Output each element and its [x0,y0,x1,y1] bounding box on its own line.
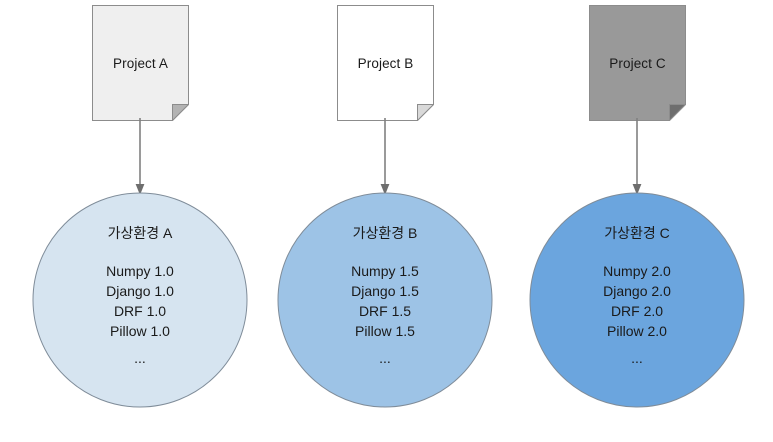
package-item: Numpy 1.5 [351,263,419,279]
package-item: Pillow 1.5 [355,323,415,339]
document-page-icon [337,5,434,121]
package-item: DRF 2.0 [610,303,664,319]
document-label-project-c: Project C [609,55,666,71]
arrow-down-icon-c [632,118,642,195]
arrow-down-icon-b [380,118,390,195]
package-item: DRF 1.5 [358,303,412,319]
circle-shape-a [32,192,248,408]
package-list-b: Numpy 1.5 Django 1.5 DRF 1.5 Pillow 1.5 … [351,261,419,365]
doc-a-fold [172,104,189,121]
document-shape-project-a[interactable]: Project A [92,5,189,121]
package-ellipsis: ... [134,350,146,366]
environment-title-b: 가상환경 B [352,225,418,241]
project-group-c: Project C 가상환경 C Numpy 2.0 Django 2.0 DR… [508,0,766,442]
environment-content-a: 가상환경 A Numpy 1.0 Django 1.0 DRF 1.0 Pill… [32,192,248,408]
environment-content-c: 가상환경 C Numpy 2.0 Django 2.0 DRF 2.0 Pill… [529,192,745,408]
document-page-icon [92,5,189,121]
environment-content-b: 가상환경 B Numpy 1.5 Django 1.5 DRF 1.5 Pill… [277,192,493,408]
circle-shape-c [529,192,745,408]
document-shape-project-c[interactable]: Project C [589,5,686,121]
document-label-project-a: Project A [113,55,168,71]
environment-title-a: 가상환경 A [107,225,173,241]
environment-circle-b[interactable]: 가상환경 B Numpy 1.5 Django 1.5 DRF 1.5 Pill… [277,192,493,408]
package-item: Pillow 1.0 [110,323,170,339]
document-shape-project-b[interactable]: Project B [337,5,434,121]
package-item: Django 1.0 [106,283,174,299]
package-item: DRF 1.0 [113,303,167,319]
project-group-b: Project B 가상환경 B Numpy 1.5 Django 1.5 DR… [256,0,514,442]
doc-b-fold [417,104,434,121]
arrow-down-icon-a [135,118,145,195]
package-list-c: Numpy 2.0 Django 2.0 DRF 2.0 Pillow 2.0 … [603,261,671,365]
package-list-a: Numpy 1.0 Django 1.0 DRF 1.0 Pillow 1.0 … [106,261,174,365]
environment-title-c: 가상환경 C [604,225,670,241]
package-ellipsis: ... [379,350,391,366]
package-item: Django 1.5 [351,283,419,299]
package-item: Numpy 1.0 [106,263,174,279]
doc-c-fold [669,104,686,121]
package-ellipsis: ... [631,350,643,366]
document-page-icon [589,5,686,121]
circle-shape-b [277,192,493,408]
package-item: Django 2.0 [603,283,671,299]
document-label-project-b: Project B [357,55,414,71]
environment-circle-c[interactable]: 가상환경 C Numpy 2.0 Django 2.0 DRF 2.0 Pill… [529,192,745,408]
environment-circle-a[interactable]: 가상환경 A Numpy 1.0 Django 1.0 DRF 1.0 Pill… [32,192,248,408]
project-group-a: Project A 가상환경 A Numpy 1.0 Django 1.0 DR… [11,0,269,442]
package-item: Pillow 2.0 [607,323,667,339]
package-item: Numpy 2.0 [603,263,671,279]
